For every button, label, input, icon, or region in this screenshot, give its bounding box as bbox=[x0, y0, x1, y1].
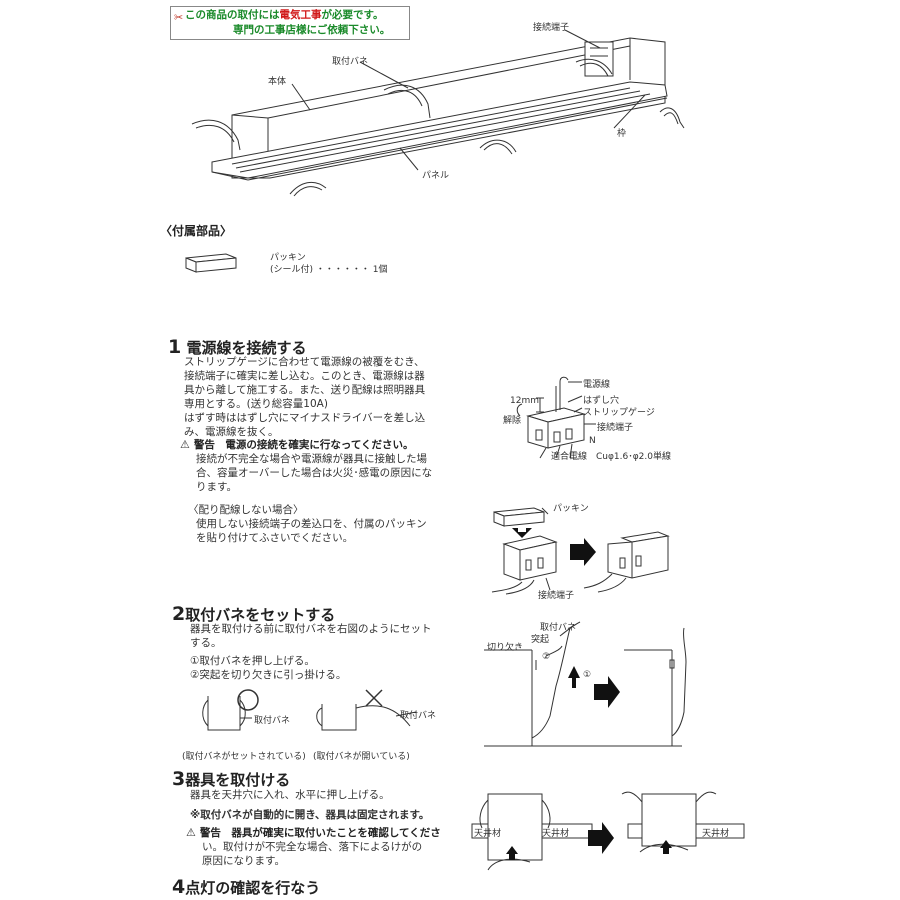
label-notch: 切り欠き bbox=[487, 643, 524, 653]
step3-note: ※取付バネが自動的に開き、器具は固定されます。 bbox=[190, 809, 430, 821]
notice-text-red: 電気工事 bbox=[279, 9, 322, 21]
packing-name: パッキン bbox=[270, 253, 306, 263]
arrow-right-icon bbox=[570, 538, 596, 566]
step2-title: 2取付バネをセットする bbox=[172, 603, 336, 625]
arrow-up-icon bbox=[568, 666, 580, 688]
step3-warning: ⚠警告 器具が確実に取付いたことを確認してくださ い。取付けが不完全な場合、落下… bbox=[186, 826, 441, 867]
packing-detail: (シール付) ・・・・・・ 1個 bbox=[270, 265, 388, 275]
packing-apply-diagram bbox=[486, 500, 686, 600]
spring-ok-ng-diagram bbox=[180, 689, 460, 746]
arrow-right-icon-3 bbox=[588, 822, 614, 854]
label-c1: ① bbox=[583, 670, 592, 680]
step4-title: 4点灯の確認を行なう bbox=[172, 876, 321, 898]
label-spring-2: 取付バネ bbox=[540, 623, 577, 633]
warning-icon: ⚠ bbox=[180, 438, 190, 451]
step1-title: 1 電源線を接続する bbox=[168, 336, 307, 358]
label-c2: ② bbox=[542, 652, 551, 662]
label-spring: 取付バネ bbox=[332, 57, 369, 67]
label-body: 本体 bbox=[268, 77, 287, 87]
notice-text-b: が必要です。 bbox=[321, 9, 384, 21]
ok-circle-icon bbox=[237, 689, 259, 711]
warning-icon-2: ⚠ bbox=[186, 826, 196, 839]
fixture-install-diagram bbox=[470, 780, 750, 880]
label-release: 解除 bbox=[503, 416, 522, 426]
step1-body: ストリップゲージに合わせて電源線の被覆をむき、 接続端子に確実に差し込む。このと… bbox=[184, 356, 426, 438]
label-frame: 枠 bbox=[617, 129, 627, 139]
electrical-work-notice: ✂ この商品の取付には電気工事が必要です。 専門の工事店様にご依頼下さい。 bbox=[170, 6, 410, 40]
step1-warning: ⚠警告 電源の接続を確実に行なってください。 接続が不完全な場合や電源線が器具に… bbox=[180, 438, 433, 493]
label-12mm: 12mm bbox=[510, 396, 539, 406]
label-wire-spec: 適合電線 Cuφ1.6･φ2.0単線 bbox=[551, 452, 671, 462]
label-terminal: 接続端子 bbox=[533, 23, 570, 33]
label-ceiling-1: 天井材 bbox=[474, 829, 502, 839]
label-n: N bbox=[589, 436, 596, 446]
label-strip-gauge: ストリップゲージ bbox=[583, 408, 655, 418]
spring-set-diagram bbox=[476, 616, 696, 752]
fixture-diagram bbox=[0, 0, 900, 220]
label-terminal-3: 接続端子 bbox=[538, 591, 575, 601]
ok-caption: (取付バネがセットされている) bbox=[182, 752, 306, 762]
arrow-right-icon-2 bbox=[594, 676, 620, 708]
label-terminal-2: 接続端子 bbox=[597, 423, 634, 433]
tools-icon: ✂ bbox=[174, 11, 184, 24]
label-ceiling-3: 天井材 bbox=[702, 829, 730, 839]
label-panel: パネル bbox=[422, 171, 450, 181]
notice-text-a: この商品の取付には bbox=[185, 9, 280, 21]
step1-sub: 〈配り配線しない場合〉 使用しない接続端子の差込口を、付属のパッキン を貼り付け… bbox=[188, 504, 427, 544]
step3-title: 3器具を取付ける bbox=[172, 768, 291, 790]
ng-caption: (取付バネが開いている) bbox=[313, 752, 410, 762]
label-packing: パッキン bbox=[553, 504, 589, 514]
step3-body: 器具を天井穴に入れ、水平に押し上げる。 bbox=[190, 789, 390, 801]
label-bump: 突起 bbox=[531, 635, 550, 645]
terminal-wiring-diagram bbox=[500, 372, 720, 462]
label-release-hole: はずし穴 bbox=[583, 396, 620, 406]
ng-spring-label: 取付バネ bbox=[400, 711, 437, 721]
packing-illustration bbox=[182, 246, 242, 276]
step2-sub: ①取付バネを押し上げる。 ②突起を切り欠きに引っ掛ける。 bbox=[190, 655, 347, 681]
ok-spring-label: 取付バネ bbox=[254, 716, 291, 726]
label-wire: 電源線 bbox=[583, 380, 611, 390]
accessories-heading: 〈付属部品〉 bbox=[160, 224, 233, 238]
label-ceiling-2: 天井材 bbox=[542, 829, 570, 839]
notice-text-line2: 専門の工事店様にご依頼下さい。 bbox=[233, 24, 391, 36]
step2-body: 器具を取付ける前に取付バネを右図のようにセット する。 bbox=[190, 623, 432, 649]
